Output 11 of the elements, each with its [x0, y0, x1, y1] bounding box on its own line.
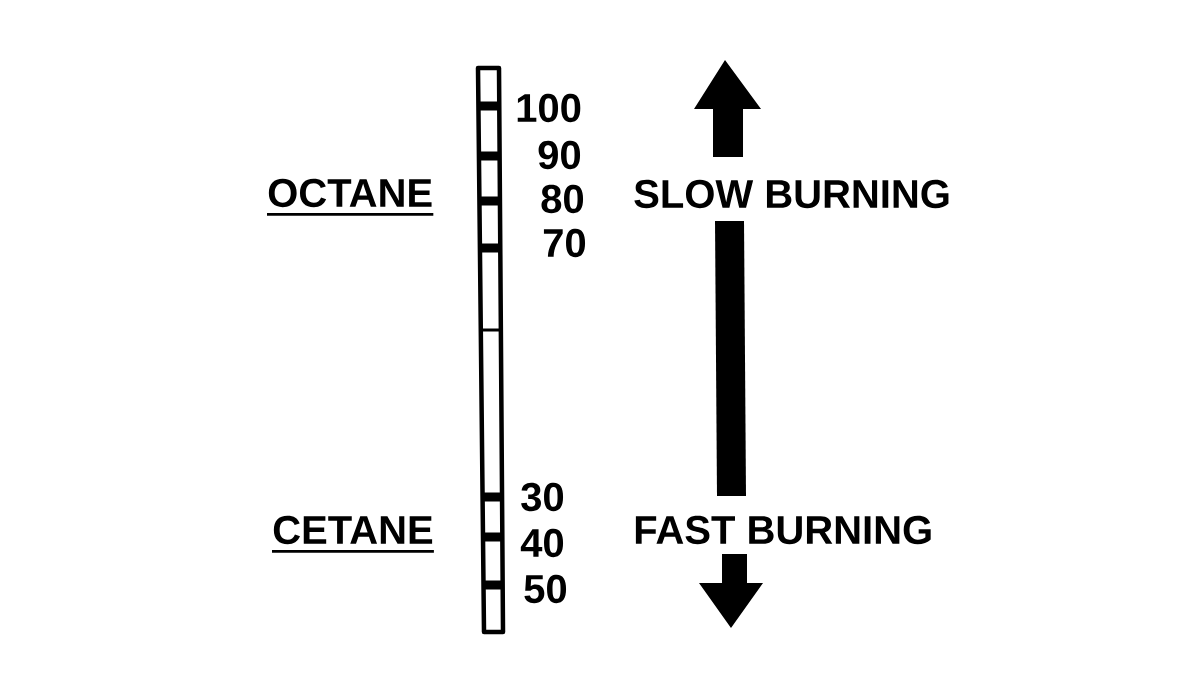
scale-value: 90 [538, 140, 581, 170]
scale-value: 70 [543, 228, 586, 258]
underlined-heading: OCTANE [267, 178, 434, 216]
direction-label: FAST BURNING [635, 515, 931, 545]
scale-value: 80 [541, 184, 584, 214]
underlined-heading: CETANE [272, 515, 434, 553]
scale-value: 100 [517, 93, 581, 123]
scale-value: 50 [524, 574, 567, 604]
direction-label: SLOW BURNING [634, 179, 949, 209]
scale-value: 40 [520, 528, 564, 558]
scale-value: 30 [521, 482, 564, 512]
